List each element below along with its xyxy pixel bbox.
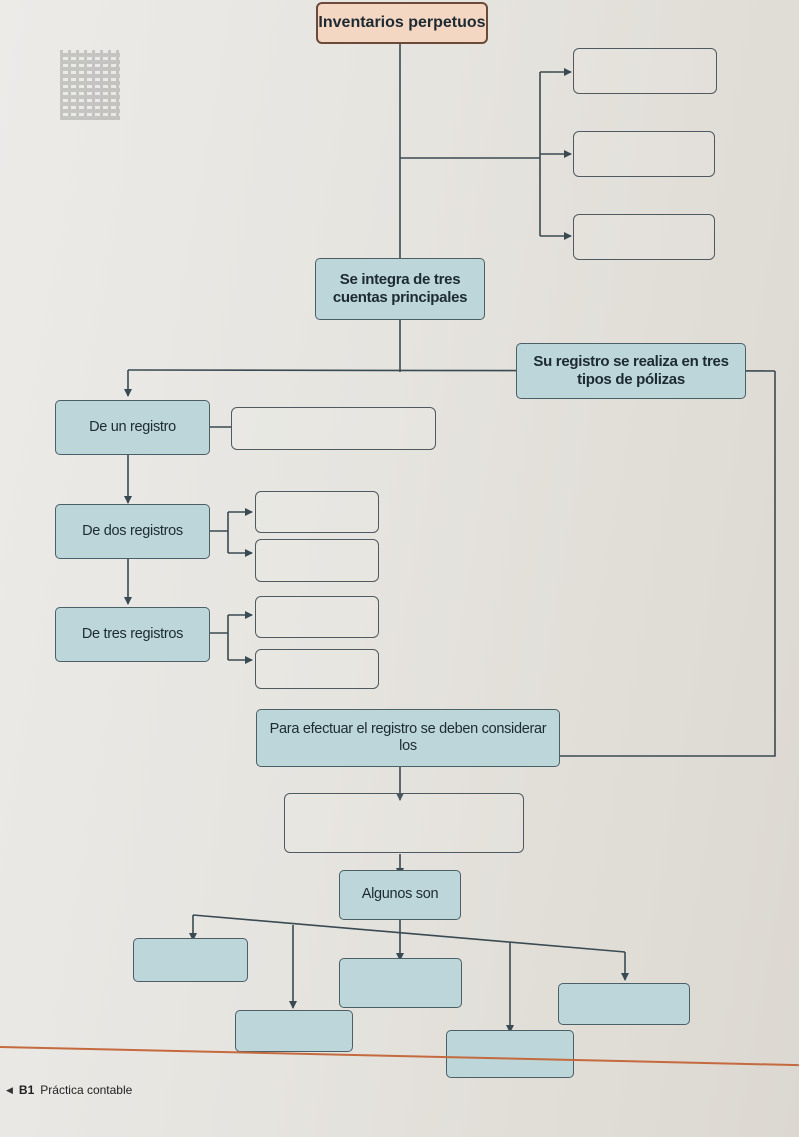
footer-book: Práctica contable bbox=[40, 1083, 133, 1097]
blank-example-3[interactable] bbox=[558, 983, 690, 1025]
three-records-node: De tres registros bbox=[55, 607, 210, 662]
policies-node: Su registro se realiza en tres tipos de … bbox=[516, 343, 746, 399]
back-arrow-icon[interactable]: ◀ bbox=[6, 1084, 13, 1095]
one-record-label: De un registro bbox=[89, 418, 176, 435]
blank-example-4[interactable] bbox=[235, 1010, 353, 1052]
blank-account-3[interactable] bbox=[573, 214, 715, 260]
blank-consider[interactable] bbox=[284, 793, 524, 853]
title-label: Inventarios perpetuos bbox=[318, 14, 486, 32]
blank-three-records-1[interactable] bbox=[255, 596, 379, 638]
policies-label: Su registro se realiza en tres tipos de … bbox=[533, 353, 729, 388]
one-record-node: De un registro bbox=[55, 400, 210, 455]
some-are-label: Algunos son bbox=[361, 886, 439, 903]
qr-code-icon bbox=[60, 50, 120, 120]
title-node: Inventarios perpetuos bbox=[316, 2, 488, 44]
consider-node: Para efectuar el registro se deben consi… bbox=[256, 709, 560, 767]
page-footer: ◀ B1 Práctica contable bbox=[6, 1083, 132, 1097]
blank-example-1[interactable] bbox=[133, 938, 248, 982]
blank-three-records-2[interactable] bbox=[255, 649, 379, 689]
two-records-label: De dos registros bbox=[82, 522, 183, 539]
connector-some-horizontal bbox=[192, 914, 626, 953]
accounts-label: Se integra de tres cuentas principales bbox=[332, 271, 468, 306]
three-records-label: De tres registros bbox=[81, 625, 184, 642]
two-records-node: De dos registros bbox=[55, 504, 210, 559]
footer-unit: B1 bbox=[18, 1083, 35, 1097]
some-are-node: Algunos son bbox=[339, 870, 461, 920]
blank-two-records-2[interactable] bbox=[255, 539, 379, 582]
blank-two-records-1[interactable] bbox=[255, 491, 379, 533]
consider-label: Para efectuar el registro se deben consi… bbox=[269, 720, 547, 754]
accounts-node: Se integra de tres cuentas principales bbox=[315, 258, 485, 320]
blank-account-1[interactable] bbox=[573, 48, 717, 94]
blank-account-2[interactable] bbox=[573, 131, 715, 177]
connector-right-loop bbox=[560, 371, 776, 757]
blank-example-5[interactable] bbox=[446, 1030, 574, 1078]
blank-example-2[interactable] bbox=[339, 958, 462, 1008]
blank-one-record[interactable] bbox=[231, 407, 436, 450]
